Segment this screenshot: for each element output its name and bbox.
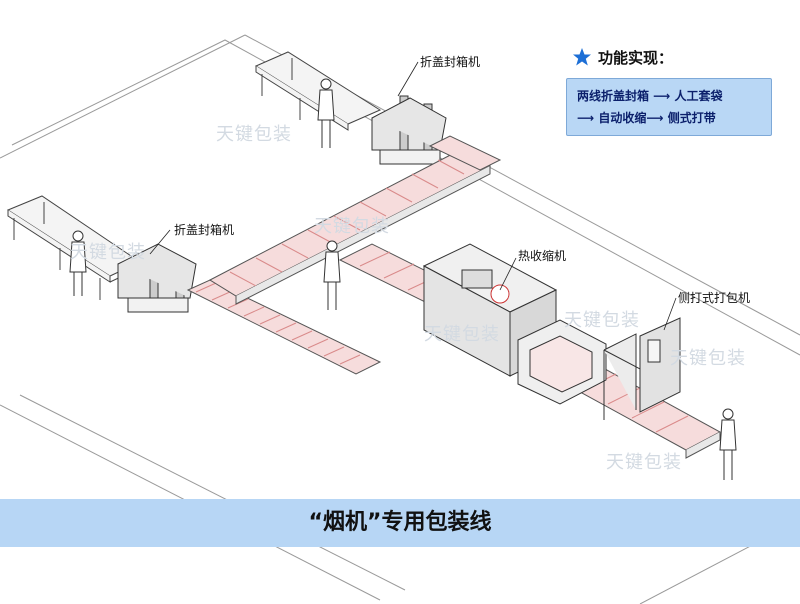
banner-title: “烟机”专用包装线 [308,510,492,535]
operator-figures [69,78,737,480]
folder-sealer-top [371,95,447,165]
machine-label-folder-sealer-left: 折盖封箱机 [174,223,235,237]
operator-left [69,230,87,296]
title-banner: “烟机”专用包装线 [0,499,800,547]
operator-middle [323,240,341,310]
functions-title: 功能实现： [598,49,674,67]
watermark: 天键包装 [216,124,292,145]
functions-line-2: ⟶ 自动收缩⟶ 侧式打带 [577,111,716,125]
conveyor-diagonal-main [208,149,492,305]
folder-sealer-left [117,243,197,313]
side-strapping-machine [603,317,681,420]
heat-shrink-machine [422,243,607,405]
conveyor-top-branch [428,135,502,171]
watermark: 天键包装 [564,310,640,331]
star-icon [573,48,591,66]
watermark: 天键包装 [606,452,682,473]
machine-label-heat-shrink: 热收缩机 [518,249,567,263]
watermark: 天键包装 [670,348,746,369]
functions-line-1: 两线折盖封箱 ⟶ 人工套袋 [577,89,723,103]
watermark: 天键包装 [424,324,500,345]
machine-label-side-strapper: 侧打式打包机 [678,291,751,305]
operator-top [317,78,335,148]
leader-lines [149,61,677,331]
functions-box: 两线折盖封箱 ⟶ 人工套袋 ⟶ 自动收缩⟶ 侧式打带 [566,78,772,136]
operator-right [719,408,737,480]
watermark: 天键包装 [70,242,146,263]
machine-label-folder-sealer-top: 折盖封箱机 [420,55,481,69]
conveyor-left-branch [186,279,382,375]
watermark: 天键包装 [314,216,390,237]
